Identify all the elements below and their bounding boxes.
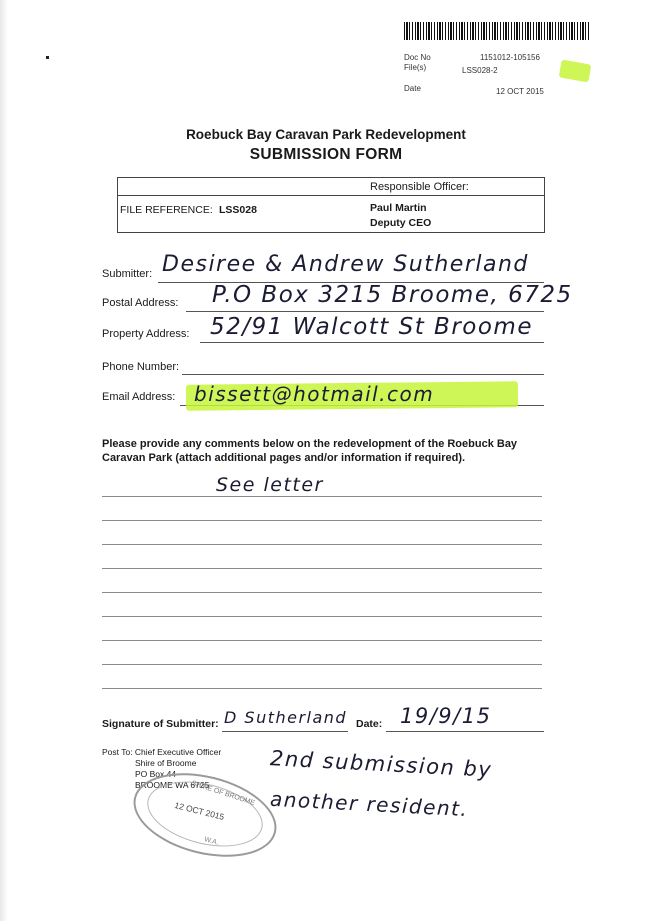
files-value: LSS028-2: [462, 66, 498, 75]
comment-line: [102, 592, 542, 593]
post-to-line-4: BROOME WA 6725: [135, 780, 210, 790]
comment-line: [102, 568, 542, 569]
comment-line: [102, 496, 542, 497]
comment-line: [102, 616, 542, 617]
comment-line: [102, 544, 542, 545]
comment-line: [102, 520, 542, 521]
doc-no-label: Doc No: [404, 53, 431, 62]
signature-date-line: [386, 731, 544, 732]
file-reference-value: LSS028: [219, 204, 257, 216]
submitter-label: Submitter:: [102, 268, 153, 280]
email-address-label: Email Address:: [102, 391, 176, 403]
responsible-officer-label: Responsible Officer:: [370, 181, 469, 193]
form-subtitle: SUBMISSION FORM: [249, 146, 403, 163]
file-reference-label: FILE REFERENCE:: [120, 204, 213, 216]
signature-label: Signature of Submitter:: [102, 718, 219, 730]
phone-number-label: Phone Number:: [102, 361, 180, 373]
postal-address-line: [186, 311, 544, 312]
doc-stamp-highlight: [558, 59, 592, 83]
submitter-handwriting: Desiree & Andrew Sutherland: [162, 252, 529, 277]
property-address-line: [200, 342, 544, 343]
comment-line: [102, 688, 542, 689]
document-barcode: [404, 22, 590, 40]
reference-box-divider: [118, 195, 544, 196]
note-handwriting-line-2: another resident.: [269, 786, 469, 822]
submitter-line: [158, 282, 544, 283]
property-address-label: Property Address:: [102, 328, 190, 340]
officer-title: Deputy CEO: [370, 217, 432, 229]
signature-date-label: Date:: [356, 718, 383, 730]
date-label: Date: [404, 84, 421, 93]
email-address-handwriting: bissett@hotmail.com: [194, 382, 435, 406]
post-to-line-1: Post To: Chief Executive Officer: [102, 747, 222, 757]
postal-address-label: Postal Address:: [102, 297, 179, 309]
scan-edge-shadow: [0, 0, 8, 921]
post-to-line-2: Shire of Broome: [135, 758, 197, 768]
signature-line: [222, 731, 348, 732]
scan-speck: [46, 56, 49, 59]
date-value: 12 OCT 2015: [496, 87, 544, 96]
officer-name: Paul Martin: [370, 202, 427, 214]
property-address-handwriting: 52/91 Walcott St Broome: [210, 314, 533, 340]
doc-no-value: 1151012-105156: [480, 53, 540, 62]
post-to-line-3: PO Box 44: [135, 769, 177, 779]
postal-address-handwriting: P.O Box 3215 Broome, 6725: [212, 282, 573, 308]
note-handwriting-line-1: 2nd submission by: [269, 746, 493, 782]
comment-handwriting: See letter: [216, 474, 324, 496]
comment-line: [102, 640, 542, 641]
signature-handwriting: D Sutherland: [224, 708, 348, 727]
files-label: File(s): [404, 63, 427, 72]
comments-instruction: Please provide any comments below on the…: [102, 438, 518, 464]
signature-date-handwriting: 19/9/15: [400, 704, 492, 728]
form-title: Roebuck Bay Caravan Park Redevelopment: [186, 127, 466, 142]
reference-box: [117, 177, 545, 233]
phone-number-line: [182, 374, 544, 375]
comment-line: [102, 664, 542, 665]
